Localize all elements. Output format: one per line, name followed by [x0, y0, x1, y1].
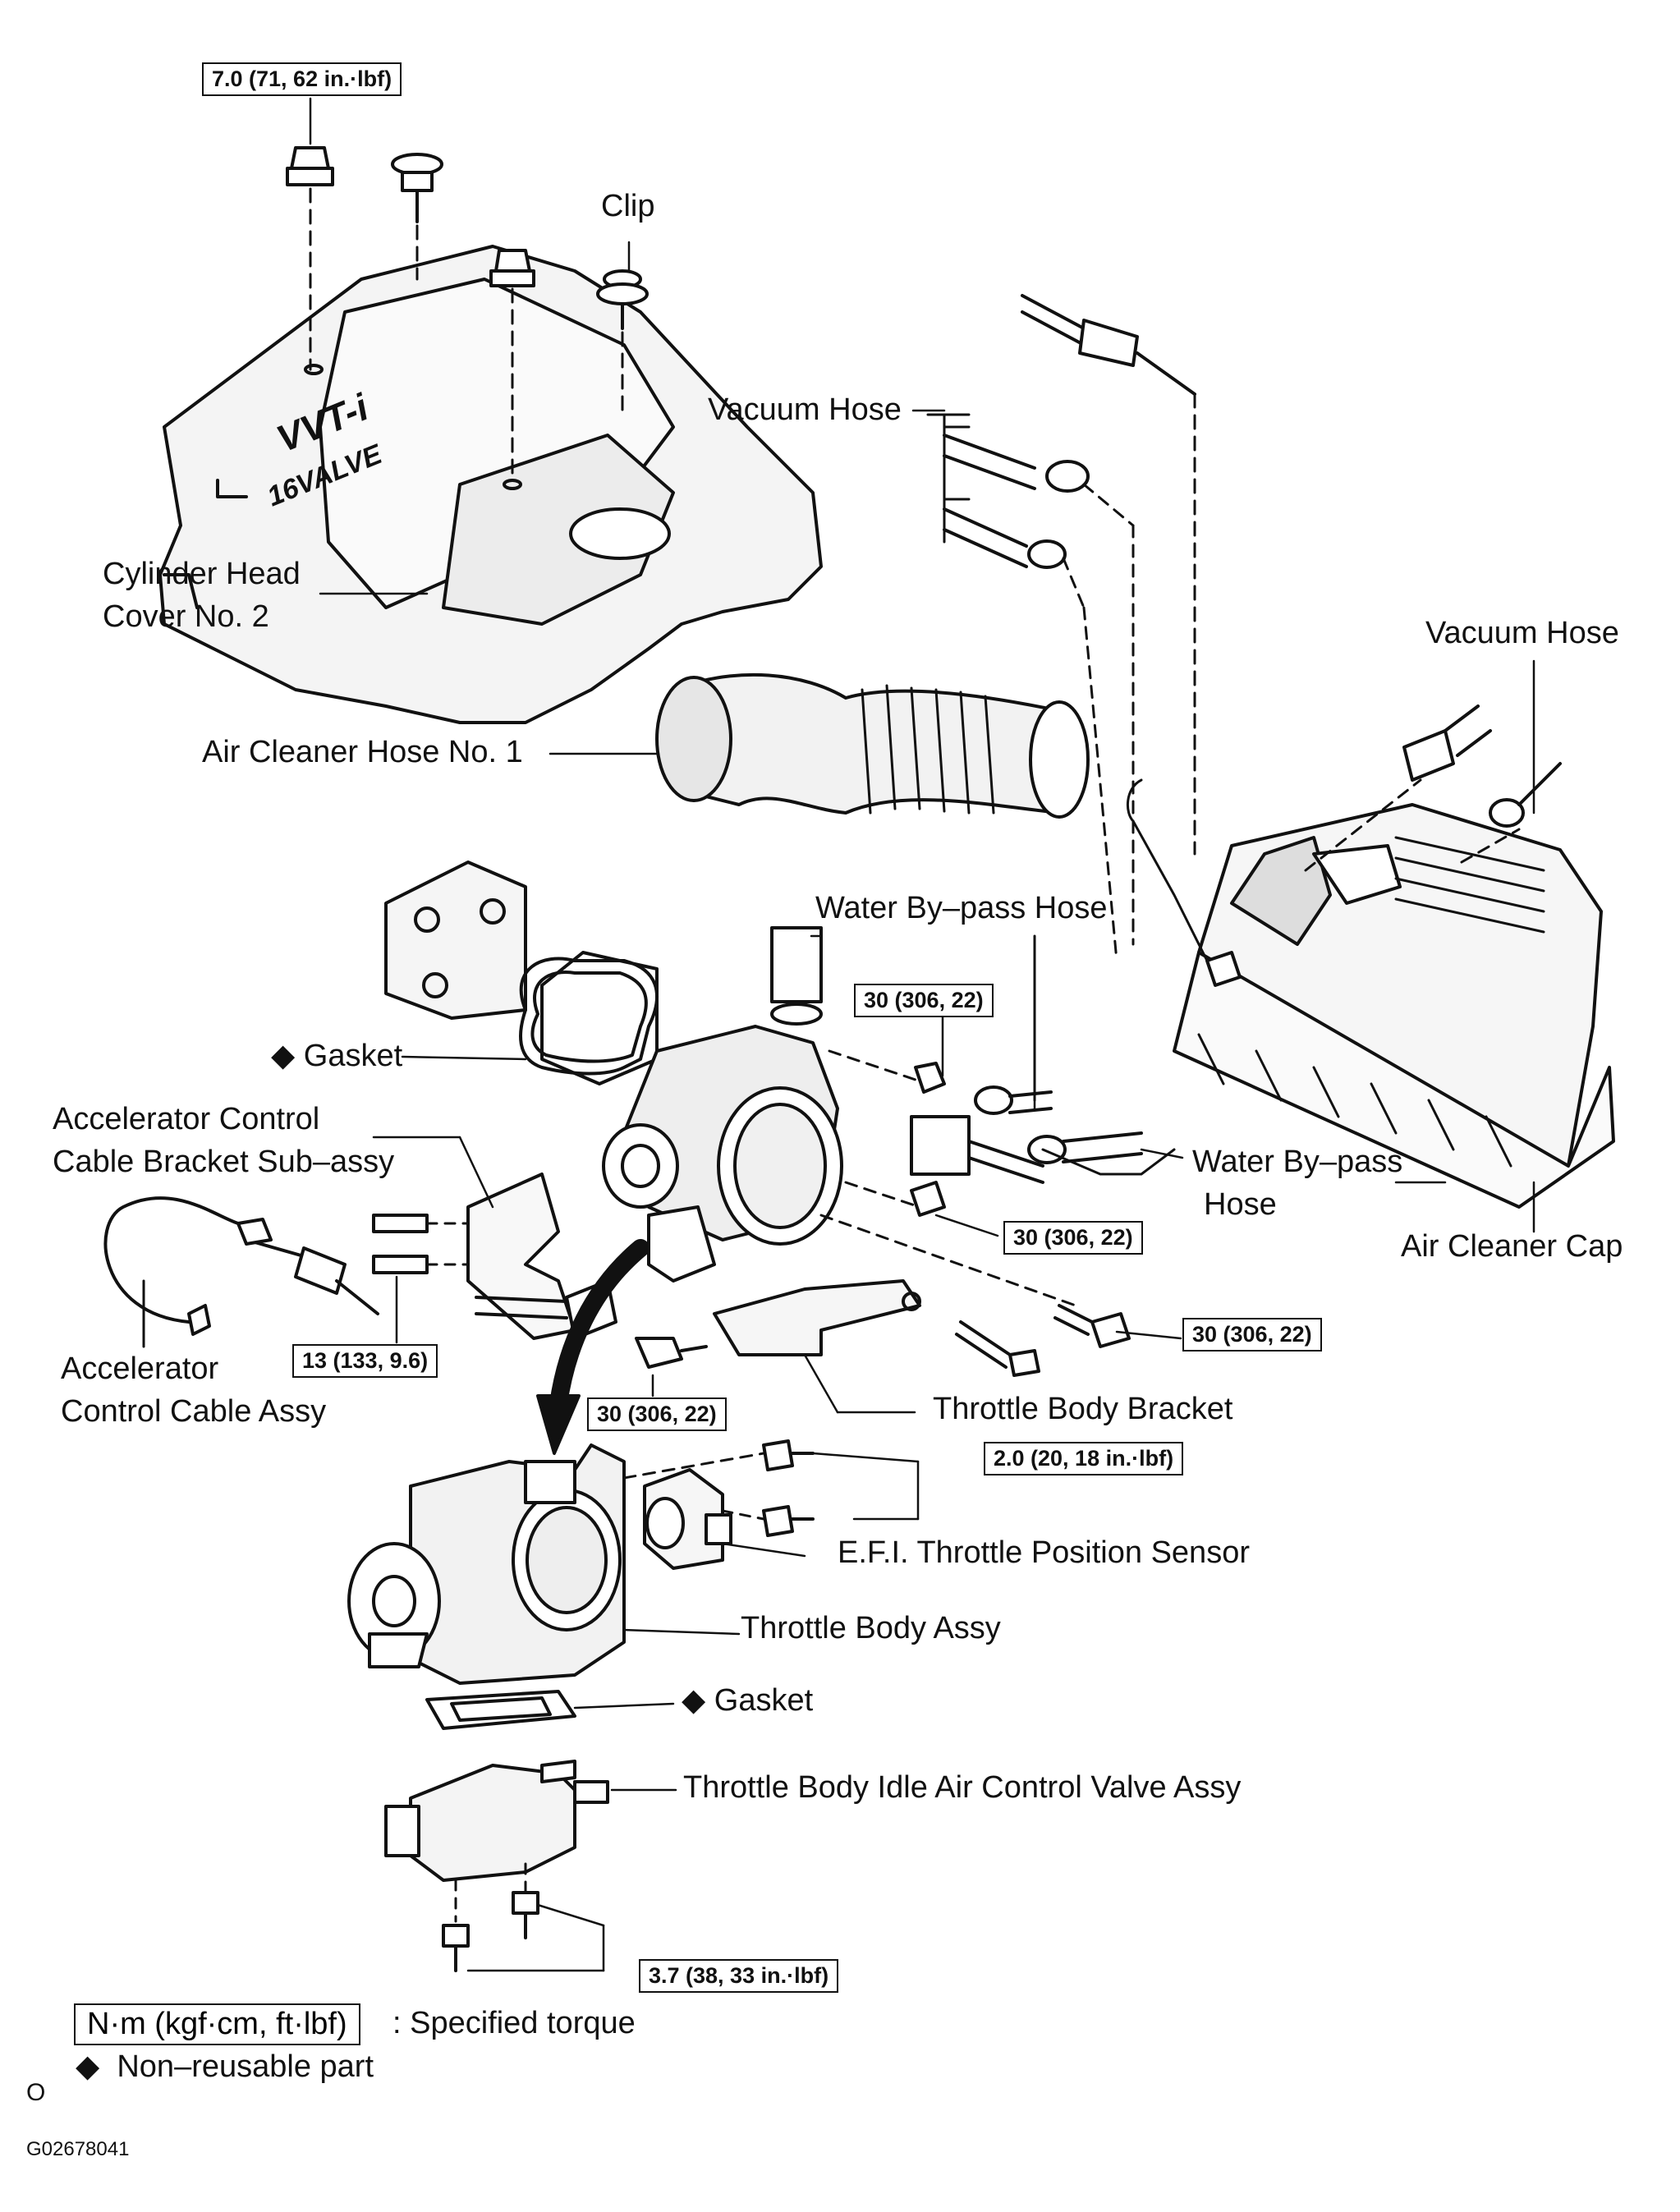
label-water-bypass-right-2: Hose: [1204, 1187, 1277, 1222]
torque-bracket-a: 30 (306, 22): [854, 984, 994, 1017]
torque-cable: 13 (133, 9.6): [292, 1344, 438, 1378]
air-cleaner-cap-art: [1126, 704, 1615, 1209]
label-cylinder-head-1: Cylinder Head: [103, 557, 301, 591]
legend-nonreusable: ◆ Non–reusable part: [76, 2049, 374, 2084]
air-cleaner-hose-art: [655, 672, 1090, 819]
label-vacuum-hose-1: Vacuum Hose: [708, 392, 902, 427]
leader-lines: [142, 97, 1535, 1972]
label-vacuum-hose-2: Vacuum Hose: [1425, 616, 1619, 650]
torque-bracket-c: 30 (306, 22): [1182, 1318, 1322, 1352]
diamond-icon: ◆: [76, 2049, 100, 2084]
label-water-bypass-hose-top: Water By–pass Hose: [815, 891, 1108, 925]
label-tps: E.F.I. Throttle Position Sensor: [838, 1535, 1250, 1570]
torque-bracket-b: 30 (306, 22): [1003, 1221, 1143, 1255]
lower-gasket-art: [425, 1690, 576, 1730]
label-throttle-body-assy: Throttle Body Assy: [741, 1611, 1001, 1645]
top-right-hoses: [926, 294, 1196, 962]
label-gasket-top: ◆ Gasket: [271, 1039, 403, 1073]
upper-throttle-area: [384, 860, 1176, 1307]
cover-fasteners: [286, 146, 649, 478]
label-water-bypass-right-1: Water By–pass: [1192, 1145, 1403, 1179]
label-clip: Clip: [601, 189, 655, 223]
diamond-icon: ◆: [271, 1039, 296, 1073]
label-accel-bracket-1: Accelerator Control: [53, 1102, 320, 1136]
figure-code: G02678041: [26, 2138, 130, 2160]
throttle-bracket-art: [635, 1279, 1131, 1377]
label-iacv: Throttle Body Idle Air Control Valve Ass…: [683, 1770, 1242, 1805]
label-air-cleaner-hose: Air Cleaner Hose No. 1: [202, 735, 523, 769]
label-accel-cable-2: Control Cable Assy: [61, 1394, 327, 1429]
label-gasket-bottom: ◆ Gasket: [682, 1683, 814, 1718]
accel-cable-art: [103, 1196, 379, 1348]
label-throttle-body-bracket: Throttle Body Bracket: [933, 1392, 1233, 1426]
torque-bracket-d: 30 (306, 22): [587, 1397, 727, 1431]
label-air-cleaner-cap: Air Cleaner Cap: [1401, 1229, 1623, 1264]
cylinder-head-cover: VVT-i 16VALVE: [158, 245, 823, 724]
iacv-art: [384, 1760, 609, 1972]
torque-iacv: 3.7 (38, 33 in.·lbf): [639, 1959, 839, 1993]
label-accel-bracket-2: Cable Bracket Sub–assy: [53, 1145, 395, 1179]
legend-marker-o: O: [26, 2079, 46, 2106]
torque-sensor: 2.0 (20, 18 in.·lbf): [984, 1442, 1184, 1475]
torque-top: 7.0 (71, 62 in.·lbf): [202, 62, 402, 96]
label-accel-cable-1: Accelerator: [61, 1352, 219, 1386]
legend-torque-box: N·m (kgf·cm, ft·lbf): [74, 2003, 360, 2045]
lower-throttle-body-art: [347, 1439, 815, 1685]
label-cylinder-head-2: Cover No. 2: [103, 599, 269, 634]
diamond-icon: ◆: [682, 1683, 706, 1718]
assembly-arrow: [536, 1239, 650, 1455]
legend-torque-text: : Specified torque: [392, 2006, 636, 2040]
upper-gasket-art: [519, 957, 659, 1076]
